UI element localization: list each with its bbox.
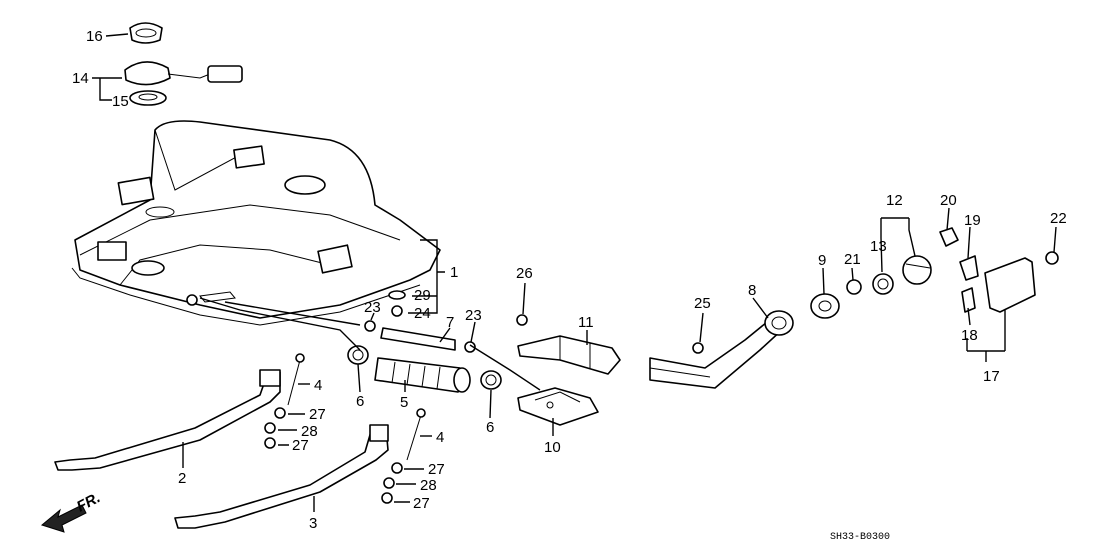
callout-14: 14 — [72, 70, 89, 87]
callout-27c: 27 — [428, 461, 445, 478]
callout-23b: 23 — [465, 307, 482, 324]
fuel-lid-17 — [984, 257, 1036, 313]
bolt-25 — [692, 342, 704, 354]
nut-29 — [388, 290, 406, 300]
callout-23a: 23 — [364, 299, 381, 316]
spring-21 — [846, 279, 862, 295]
diagram-code: SH33-B0300 — [830, 532, 890, 543]
callout-18: 18 — [961, 327, 978, 344]
callout-2: 2 — [178, 470, 186, 487]
breather-tube-7 — [380, 327, 456, 351]
strap-bolt-4a — [264, 353, 305, 449]
callout-19: 19 — [964, 212, 981, 229]
callout-25: 25 — [694, 295, 711, 312]
callout-1: 1 — [450, 264, 458, 281]
callout-labels: 1 2 3 4 4 5 6 6 7 8 9 10 11 12 13 14 15 … — [72, 28, 1067, 532]
callout-3: 3 — [309, 515, 317, 532]
callout-26: 26 — [516, 265, 533, 282]
filler-neck-guard-10 — [517, 387, 599, 426]
tank-strap-3 — [174, 424, 389, 529]
callout-9: 9 — [818, 252, 826, 269]
callout-16: 16 — [86, 28, 103, 45]
lid-spring-18 — [961, 287, 976, 313]
fuel-gauge-sender-unit — [124, 22, 243, 106]
clip-23b — [464, 341, 476, 353]
strap-bolt-4b — [381, 408, 426, 504]
callout-15: 15 — [112, 93, 129, 110]
callout-12: 12 — [886, 192, 903, 209]
fuel-tank — [71, 120, 441, 326]
filler-base-9 — [810, 293, 840, 319]
callout-4a: 4 — [314, 377, 322, 394]
callout-22: 22 — [1050, 210, 1067, 227]
fuel-cap-gasket-13 — [872, 273, 894, 295]
callout-27b: 27 — [292, 437, 309, 454]
opener-22 — [1045, 251, 1059, 265]
filler-pipe-guard-11 — [517, 335, 621, 375]
clip-23a — [364, 320, 376, 332]
callout-21: 21 — [844, 251, 861, 268]
callout-6a: 6 — [356, 393, 364, 410]
fuel-cap-12 — [902, 255, 932, 285]
callout-4b: 4 — [436, 429, 444, 446]
callout-20: 20 — [940, 192, 957, 209]
bolt-24 — [391, 305, 403, 317]
lid-hinge-19 — [959, 255, 979, 281]
callout-13: 13 — [870, 238, 887, 255]
callout-8: 8 — [748, 282, 756, 299]
filler-hose-5 — [374, 357, 471, 393]
callout-27a: 27 — [309, 406, 326, 423]
tank-strap-2 — [54, 369, 281, 471]
callout-11: 11 — [578, 314, 594, 331]
callout-7: 7 — [446, 314, 454, 331]
callout-24: 24 — [414, 305, 431, 322]
leader-lines — [92, 33, 1057, 512]
fuel-filler-pipe-8 — [649, 310, 794, 389]
callout-10: 10 — [544, 439, 561, 456]
callout-28a: 28 — [301, 423, 318, 440]
front-arrow-icon — [40, 504, 87, 533]
callout-5: 5 — [400, 394, 408, 411]
callout-28b: 28 — [420, 477, 437, 494]
callout-29: 29 — [414, 287, 431, 304]
hose-clamp-6b — [480, 370, 502, 390]
callout-6b: 6 — [486, 419, 494, 436]
callout-17: 17 — [983, 368, 1000, 385]
callout-27d: 27 — [413, 495, 430, 512]
bolt-26 — [516, 314, 528, 326]
bumper-20 — [939, 227, 959, 247]
